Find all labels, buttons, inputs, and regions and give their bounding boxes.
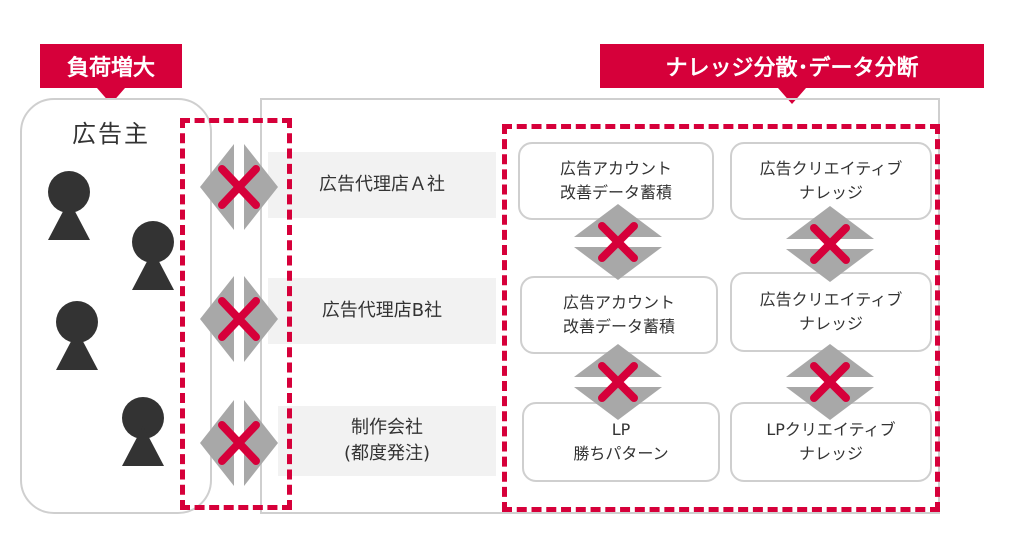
card-text: LPクリエイティブ ナレッジ: [766, 420, 896, 463]
agency-a-text: 広告代理店Ａ社: [319, 174, 445, 195]
load-dashed-box: [180, 118, 292, 510]
card-text: LP 勝ちパターン: [573, 420, 669, 463]
vertical-double-arrow-icon: [786, 344, 874, 420]
load-increase-label: 負荷増大: [40, 44, 182, 88]
agency-a: 広告代理店Ａ社: [268, 152, 496, 218]
person-icon: [122, 397, 164, 466]
vertical-double-arrow-icon: [574, 344, 662, 420]
production-company: 制作会社 (都度発注): [278, 406, 496, 476]
double-arrow-icon: [200, 400, 278, 486]
person-icon: [56, 301, 98, 370]
production-company-text: 制作会社 (都度発注): [343, 417, 431, 464]
load-increase-text: 負荷増大: [66, 56, 155, 81]
double-arrow-icon: [200, 144, 278, 230]
knowledge-dispersion-label: ナレッジ分散･データ分断: [600, 44, 984, 88]
double-arrow-icon: [200, 276, 278, 362]
card-text: 広告アカウント 改善データ蓄積: [562, 293, 675, 336]
agency-b-text: 広告代理店B社: [321, 300, 443, 321]
knowledge-dispersion-text: ナレッジ分散･データ分断: [665, 56, 919, 81]
card-ad-account-data-2: 広告アカウント 改善データ蓄積: [520, 276, 718, 354]
advertiser-title: 広告主: [72, 120, 150, 148]
vertical-double-arrow-icon: [574, 204, 662, 280]
card-text: 広告クリエイティブ ナレッジ: [759, 290, 903, 333]
person-icon: [48, 171, 90, 240]
person-icon: [132, 221, 174, 290]
card-text: 広告アカウント 改善データ蓄積: [559, 159, 672, 202]
vertical-double-arrow-icon: [786, 206, 874, 282]
knowledge-dashed-box: [502, 124, 940, 512]
card-lp-winning-pattern: LP 勝ちパターン: [522, 402, 720, 482]
agency-b: 広告代理店B社: [268, 278, 496, 344]
card-text: 広告クリエイティブ ナレッジ: [759, 159, 903, 202]
card-ad-creative-knowledge-2: 広告クリエイティブ ナレッジ: [730, 272, 932, 352]
